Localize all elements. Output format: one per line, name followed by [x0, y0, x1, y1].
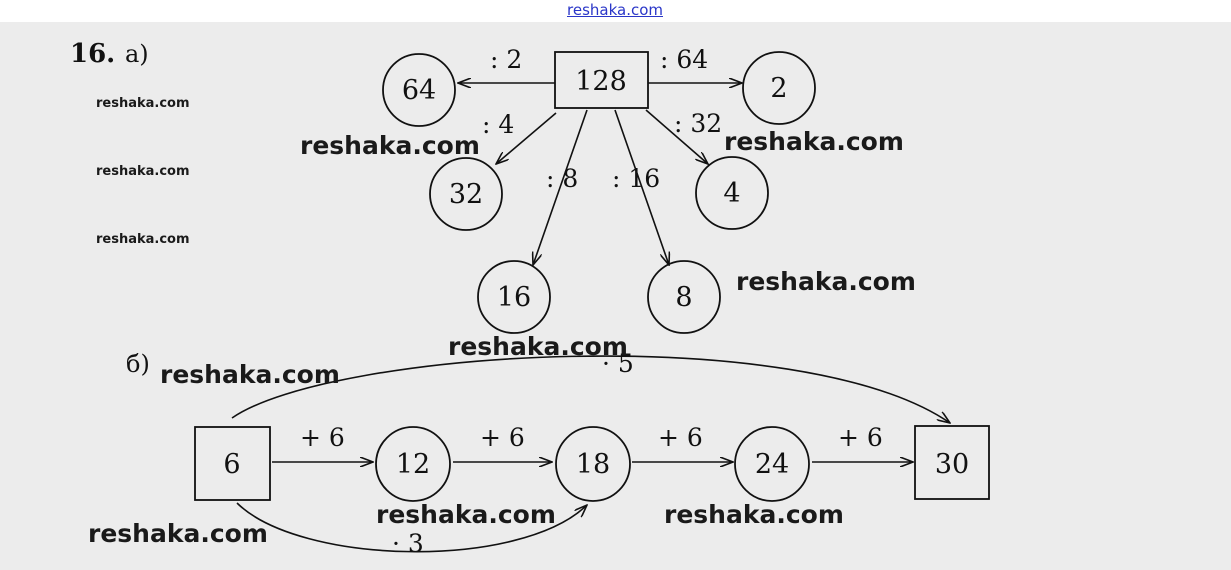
node-128-box — [554, 51, 649, 109]
node-18-circle — [555, 426, 631, 502]
node-32-value: 32 — [449, 179, 483, 210]
node-64-value: 64 — [402, 75, 436, 106]
node-2-circle — [742, 51, 816, 125]
node-16-circle — [477, 260, 551, 334]
node-64-circle — [382, 53, 456, 127]
watermark: reshaka.com — [160, 360, 340, 389]
edge-6-30-curve — [231, 355, 950, 423]
node-8-circle — [647, 260, 721, 334]
node-12-circle — [375, 426, 451, 502]
watermark: reshaka.com — [300, 131, 480, 160]
edge-label-plus-6-a: + 6 — [300, 423, 345, 452]
edge-128-16 — [533, 109, 588, 265]
edge-128-4 — [645, 109, 708, 164]
node-4-circle — [695, 156, 769, 230]
edge-label-plus-6-c: + 6 — [658, 423, 703, 452]
edge-label-div-4: : 4 — [482, 110, 514, 139]
part-b-label: б) — [126, 350, 150, 378]
watermark: reshaka.com — [96, 164, 190, 179]
watermark: reshaka.com — [96, 232, 190, 247]
watermark: reshaka.com — [96, 96, 190, 111]
part-b-diagram: + 6 + 6 + 6 + 6 · 5 · 3 6 12 18 24 30 — [194, 349, 990, 558]
node-6-box — [194, 426, 271, 501]
node-18-value: 18 — [576, 449, 610, 480]
edge-label-times-3: · 3 — [392, 529, 424, 558]
part-a-diagram: : 2 : 64 : 4 : 32 : 8 : 16 128 64 2 32 4… — [382, 45, 816, 334]
node-32-circle — [429, 157, 503, 231]
node-6-value: 6 — [223, 449, 240, 480]
node-16-value: 16 — [497, 282, 531, 313]
node-30-value: 30 — [935, 449, 969, 480]
edge-label-div-2: : 2 — [490, 45, 522, 74]
watermark: reshaka.com — [664, 500, 844, 529]
edge-label-div-16: : 16 — [612, 164, 660, 193]
edge-128-8 — [614, 109, 669, 265]
edge-label-div-64: : 64 — [660, 45, 708, 74]
edge-label-plus-6-d: + 6 — [838, 423, 883, 452]
edge-label-div-8: : 8 — [546, 164, 578, 193]
node-24-circle — [734, 426, 810, 502]
watermark: reshaka.com — [724, 127, 904, 156]
watermark: reshaka.com — [448, 332, 628, 361]
site-link[interactable]: reshaka.com — [567, 1, 663, 19]
edge-label-plus-6-b: + 6 — [480, 423, 525, 452]
watermark: reshaka.com — [736, 267, 916, 296]
watermark: reshaka.com — [88, 519, 268, 548]
node-4-value: 4 — [723, 178, 740, 209]
node-128-value: 128 — [575, 66, 627, 97]
node-12-value: 12 — [396, 449, 430, 480]
edge-label-times-5: · 5 — [602, 349, 634, 378]
part-a-label: а) — [125, 40, 149, 68]
node-30-box — [914, 425, 990, 500]
node-8-value: 8 — [675, 282, 692, 313]
watermark: reshaka.com — [376, 500, 556, 529]
edge-128-32 — [496, 112, 557, 164]
node-2-value: 2 — [770, 73, 787, 104]
problem-number: 16. — [70, 39, 115, 69]
edge-label-div-32: : 32 — [674, 109, 722, 138]
edge-6-18-curve — [236, 502, 587, 553]
node-24-value: 24 — [755, 449, 789, 480]
